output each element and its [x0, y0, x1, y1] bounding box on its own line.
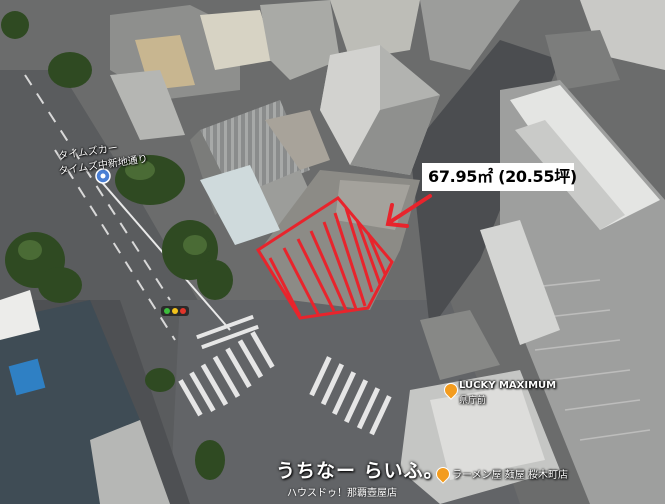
highlighted-parcel[interactable]	[255, 196, 394, 320]
crosswalk-east	[309, 356, 392, 436]
building	[265, 110, 330, 170]
building	[420, 310, 500, 380]
area-callout: 67.95㎡ (20.55坪)	[422, 163, 577, 191]
watermark-subtitle: ハウスドゥ！那覇壺屋店	[287, 488, 397, 499]
rooftop-pool	[8, 358, 46, 396]
pyramid-roof-face	[350, 95, 440, 175]
lane-markings	[24, 74, 176, 341]
crosswalk-center	[196, 314, 259, 350]
building	[260, 0, 340, 80]
poi-name[interactable]: LUCKY MAXIMUM	[459, 380, 557, 391]
building	[110, 70, 185, 140]
building-roof-light	[200, 165, 280, 245]
traffic-light-icon	[161, 306, 189, 316]
building	[90, 420, 170, 504]
map-pin-icon[interactable]	[95, 168, 111, 184]
watermark-title: うちなー らいふ。	[276, 460, 444, 482]
building-roof	[200, 10, 275, 70]
arrow-icon	[385, 194, 432, 228]
poi-subtitle: 県庁前	[459, 396, 487, 406]
building-roof	[430, 385, 545, 480]
building	[545, 30, 620, 90]
poi-name[interactable]: ラーメン屋 麺屋 桜木町店	[452, 470, 568, 481]
building	[480, 220, 560, 345]
tower-windows	[504, 279, 651, 441]
building	[330, 0, 420, 60]
pyramid-roof-face	[320, 45, 380, 165]
building	[0, 290, 40, 340]
tree-highlights	[18, 160, 207, 260]
building	[420, 0, 520, 70]
tower-roof	[510, 85, 660, 230]
crosswalk-south	[178, 331, 275, 417]
